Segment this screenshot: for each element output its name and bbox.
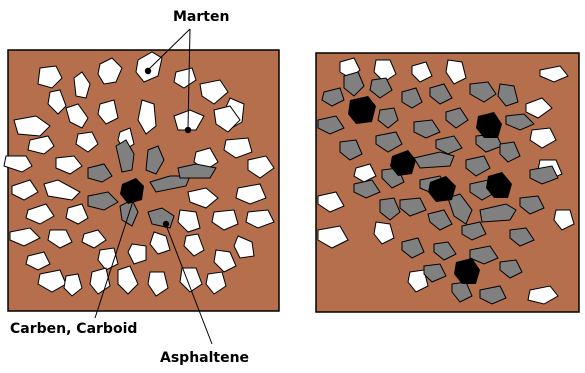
label-marten: Marten — [173, 9, 229, 25]
label-carben-carboid: Carben, Carboid — [10, 321, 137, 337]
marten-dot-1 — [145, 68, 151, 74]
right-panel — [316, 53, 579, 312]
label-asphaltene: Asphaltene — [160, 350, 249, 366]
left-panel — [4, 50, 279, 311]
